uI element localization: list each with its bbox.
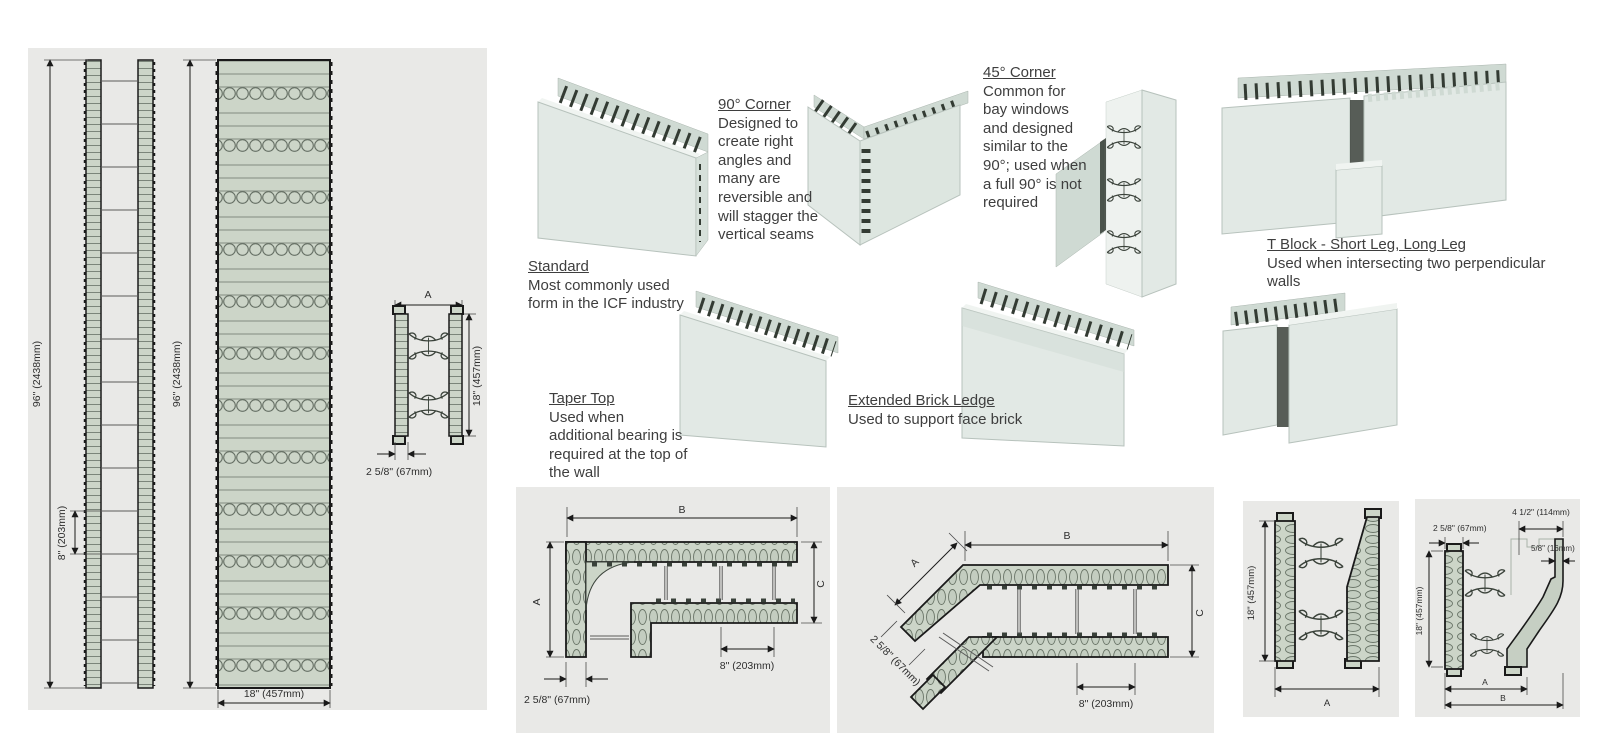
elevation-drawings: 96" (2438mm) 8" (203mm) 96" (2438mm) 18"… bbox=[31, 59, 483, 708]
brick-ledge-description: Used to support face brick bbox=[848, 410, 1023, 428]
taper-top-title: Taper Top bbox=[549, 390, 615, 407]
dim-label-height-front: 96" (2438mm) bbox=[171, 341, 183, 407]
ledge-section-panel: 2 5/8" (67mm) 4 1/2" (114mm) 5/8" (16mm)… bbox=[1414, 499, 1580, 717]
dim-label-thickness: 2 5/8" (67mm) bbox=[1433, 523, 1487, 533]
dim-label-a: A bbox=[1482, 677, 1488, 687]
dim-label-height: 18" (457mm) bbox=[1414, 586, 1424, 635]
corner-45-description: Common for bay windows and designed simi… bbox=[983, 82, 1087, 212]
taper-top-block-photo bbox=[679, 290, 839, 448]
plan-45-drawing: B A 2 5/8" (67mm) C 8" bbox=[867, 530, 1206, 711]
dim-label-tie-spacing: 8" (203mm) bbox=[56, 506, 68, 561]
plan-90-panel: B A C 8" (203mm) bbox=[516, 487, 830, 733]
brick-ledge-title: Extended Brick Ledge bbox=[848, 392, 995, 409]
brick-ledge-block-photo bbox=[961, 281, 1135, 447]
dim-label-width: 18" (457mm) bbox=[244, 688, 304, 700]
brick-ledge-label: Extended Brick Ledge Used to support fac… bbox=[848, 392, 1148, 429]
dim-label-a: A bbox=[531, 598, 543, 605]
taper-section-drawing: 18" (457mm) A bbox=[1246, 508, 1382, 709]
dim-label-c: C bbox=[1194, 609, 1206, 617]
t-block-description: Used when intersecting two perpendicular… bbox=[1267, 254, 1546, 291]
dim-label-a: A bbox=[1324, 698, 1331, 709]
dim-label-b: B bbox=[1063, 530, 1070, 542]
dim-label-ledge-width: 4 1/2" (114mm) bbox=[1512, 507, 1570, 517]
dim-label-a: A bbox=[908, 556, 921, 569]
taper-section-panel: 18" (457mm) A bbox=[1243, 501, 1399, 717]
t-block-photo bbox=[1221, 63, 1507, 239]
standard-block-photo bbox=[537, 77, 709, 257]
dim-label-b: B bbox=[678, 504, 685, 516]
ledge-section-drawing: 2 5/8" (67mm) 4 1/2" (114mm) 5/8" (16mm)… bbox=[1414, 507, 1575, 709]
corner-90-label: 90° Corner Designed to create right angl… bbox=[718, 96, 820, 245]
dim-label-b: B bbox=[1500, 693, 1506, 703]
t-block-title: T Block - Short Leg, Long Leg bbox=[1267, 236, 1467, 253]
standard-title: Standard bbox=[528, 258, 589, 275]
plan-90-drawing: B A C 8" (203mm) bbox=[524, 504, 827, 706]
dim-label-web-spacing: 8" (203mm) bbox=[1079, 698, 1134, 710]
t-block-label: T Block - Short Leg, Long Leg Used when … bbox=[1267, 236, 1547, 292]
corner-45-block-photo bbox=[1055, 89, 1177, 298]
corner-90-description: Designed to create right angles and many… bbox=[718, 114, 819, 244]
taper-top-label: Taper Top Used when additional bearing i… bbox=[549, 390, 691, 483]
dim-label-a: A bbox=[424, 289, 431, 301]
dim-label-height: 18" (457mm) bbox=[1246, 566, 1257, 621]
t-block-short-leg-photo bbox=[1222, 292, 1398, 444]
dim-label-web-spacing: 8" (203mm) bbox=[720, 660, 775, 672]
dim-label-height: 96" (2438mm) bbox=[31, 341, 43, 407]
dim-label-section-height: 18" (457mm) bbox=[471, 346, 483, 406]
plan-45-panel: B A 2 5/8" (67mm) C 8" bbox=[837, 487, 1214, 733]
dim-label-thickness: 2 5/8" (67mm) bbox=[524, 694, 590, 706]
corner-45-label: 45° Corner Common for bay windows and de… bbox=[983, 64, 1089, 213]
corner-45-title: 45° Corner bbox=[983, 64, 1056, 81]
taper-top-description: Used when additional bearing is required… bbox=[549, 408, 688, 482]
dim-label-foam-thickness: 2 5/8" (67mm) bbox=[366, 466, 432, 478]
dim-label-lip: 5/8" (16mm) bbox=[1531, 544, 1575, 553]
standard-description: Most commonly used form in the ICF indus… bbox=[528, 276, 684, 313]
dim-label-c: C bbox=[815, 580, 827, 588]
corner-90-title: 90° Corner bbox=[718, 96, 791, 113]
corner-90-block-photo bbox=[807, 90, 969, 247]
elevation-panel: 96" (2438mm) 8" (203mm) 96" (2438mm) 18"… bbox=[28, 48, 487, 710]
standard-label: Standard Most commonly used form in the … bbox=[528, 258, 690, 314]
